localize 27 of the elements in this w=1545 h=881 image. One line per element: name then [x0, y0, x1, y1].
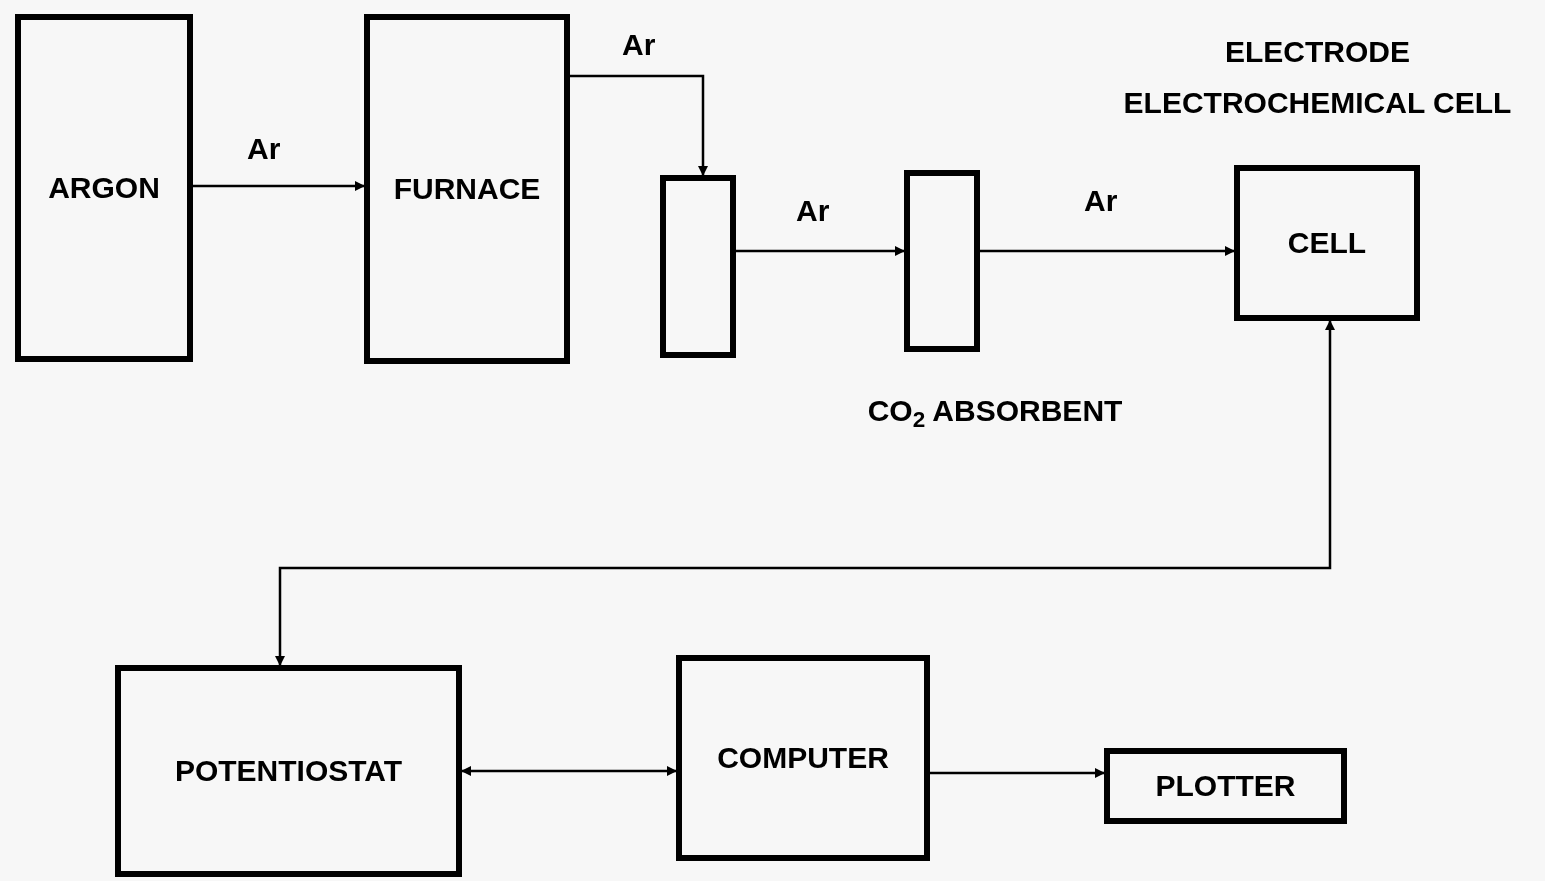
node-label: CO$_{2}$ ABSORBENT — [866, 393, 1124, 434]
arrow — [570, 74, 708, 176]
arrow — [275, 320, 1335, 666]
process-box — [15, 14, 193, 362]
box-label: ARGON — [47, 170, 161, 207]
arrow — [736, 246, 905, 256]
process-box — [115, 665, 462, 877]
edge-label: Ar — [796, 196, 830, 226]
box-label: COMPUTER — [716, 740, 890, 777]
process-box — [676, 655, 930, 861]
edge-label: Ar — [622, 30, 656, 60]
edge-label: Ar — [247, 134, 281, 164]
node-label: ELECTRODE ELECTROCHEMICAL CELL — [1122, 34, 1513, 121]
box-label: CELL — [1286, 225, 1368, 262]
arrow — [930, 768, 1105, 778]
process-box — [364, 14, 570, 364]
arrow — [980, 246, 1235, 256]
box-label: PLOTTER — [1154, 768, 1297, 805]
column-box — [660, 175, 736, 358]
arrow — [461, 766, 677, 776]
process-box — [1104, 748, 1347, 824]
process-box — [1234, 165, 1420, 321]
edge-label: Ar — [1084, 186, 1118, 216]
column-box — [904, 170, 980, 352]
arrow — [193, 181, 365, 191]
box-label: FURNACE — [392, 171, 542, 208]
box-label: POTENTIOSTAT — [173, 753, 404, 790]
